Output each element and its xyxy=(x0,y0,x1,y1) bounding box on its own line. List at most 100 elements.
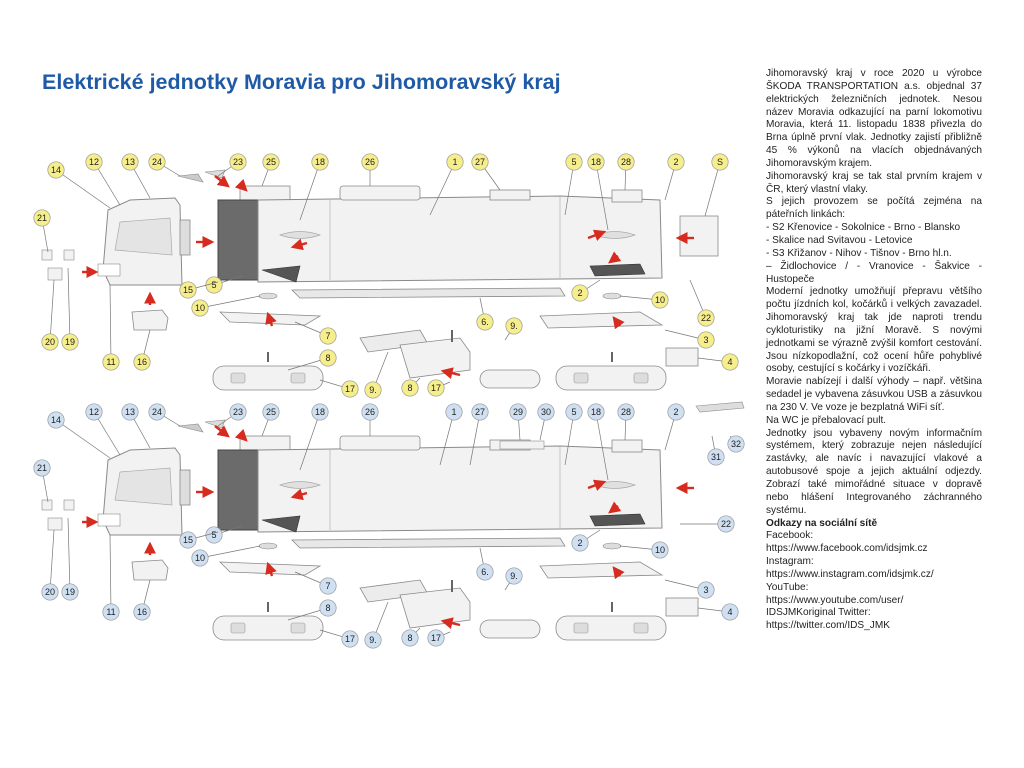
leader-line xyxy=(67,517,71,593)
callout-label: 18 xyxy=(591,407,601,417)
callout-yellow: 16 xyxy=(133,329,151,371)
washer-part xyxy=(258,292,278,300)
callout-label: 9. xyxy=(510,571,518,581)
callout-label: 9. xyxy=(510,321,518,331)
callout-circle xyxy=(565,403,583,421)
callout-yellow: 22 xyxy=(689,279,715,327)
red-arrow xyxy=(214,425,230,438)
capacity-paragraph: Moderní jednotky umožňují přepravu větší… xyxy=(766,286,982,375)
callout-label: 20 xyxy=(45,337,55,347)
part-31-32 xyxy=(695,401,745,413)
callout-circle xyxy=(617,153,635,171)
callout-blue: 1 xyxy=(439,403,463,466)
callout-yellow: 2 xyxy=(571,279,601,302)
part-4-box xyxy=(665,597,699,617)
callout-yellow: 11 xyxy=(102,284,120,371)
callout-circle xyxy=(47,411,65,429)
callout-label: 17 xyxy=(345,634,355,644)
parts-group-bottom xyxy=(41,401,745,641)
leader-line xyxy=(299,161,321,221)
info-system-paragraph: Jednotky jsou vybaveny novým informačním… xyxy=(766,427,982,516)
callout-circle xyxy=(717,515,735,533)
coupler-part xyxy=(97,263,121,277)
callout-yellow: 2 xyxy=(664,153,685,201)
callout-yellow: 9. xyxy=(504,317,523,341)
part-16-box xyxy=(131,309,169,331)
callout-blue: 28 xyxy=(617,403,635,441)
bogie-block-part xyxy=(399,337,471,379)
callout-circle xyxy=(711,153,729,171)
roof-module-part xyxy=(499,440,545,450)
callout-blue: 26 xyxy=(361,403,379,436)
wc-paragraph: Na WC je přebalovací pult. xyxy=(766,414,887,426)
callout-yellow: S xyxy=(704,153,729,217)
callout-yellow: 21 xyxy=(33,209,51,253)
routes-intro: S jejich provozem se počítá zejména na p… xyxy=(766,196,982,221)
callout-circle xyxy=(102,603,120,621)
callout-blue: 20 xyxy=(41,529,59,601)
callout-blue: 17 xyxy=(427,629,451,647)
callout-circle xyxy=(721,603,739,621)
bogie-wheel xyxy=(230,372,246,384)
callout-yellow: 23 xyxy=(217,153,247,177)
callout-label: 31 xyxy=(711,452,721,462)
social-link-instagram[interactable]: https://www.instagram.com/idsjmk.cz/ xyxy=(766,568,934,580)
red-arrow xyxy=(290,238,308,251)
callout-label: 11 xyxy=(106,607,115,617)
callout-blue: 18 xyxy=(587,403,609,481)
callout-circle xyxy=(191,299,209,317)
callout-circle xyxy=(697,331,715,349)
callout-circle xyxy=(651,541,669,559)
callout-circle xyxy=(721,353,739,371)
part-16-box xyxy=(131,559,169,581)
callout-label: 8 xyxy=(407,383,412,393)
callout-circle xyxy=(33,209,51,227)
small-part xyxy=(47,267,63,281)
washer-part xyxy=(602,542,622,550)
callout-label: 12 xyxy=(89,157,99,167)
callout-label: 22 xyxy=(701,313,711,323)
callout-label: 6. xyxy=(481,317,489,327)
info-sidebar: Jihomoravský kraj v roce 2020 u výrobce … xyxy=(766,68,982,633)
red-arrow xyxy=(608,501,622,514)
callout-label: 5 xyxy=(211,280,216,290)
callout-label: 18 xyxy=(315,157,325,167)
callout-circle xyxy=(707,448,725,466)
callout-circle xyxy=(364,381,382,399)
callout-yellow: 13 xyxy=(121,153,151,199)
callout-circle xyxy=(471,403,489,421)
callout-yellow: 7 xyxy=(294,321,337,345)
callout-circle xyxy=(229,403,247,421)
callout-circle xyxy=(85,403,103,421)
callout-yellow: 17 xyxy=(427,379,451,397)
callout-circle xyxy=(191,549,209,567)
callout-blue: 7 xyxy=(294,571,337,595)
roof-module-part xyxy=(489,189,531,201)
red-arrow xyxy=(265,311,277,327)
callout-blue: 27 xyxy=(469,403,489,466)
callout-circle xyxy=(509,403,527,421)
callout-blue: 17 xyxy=(319,629,359,648)
social-link-facebook[interactable]: https://www.facebook.com/idsjmk.cz xyxy=(766,543,928,555)
parts-group-top xyxy=(41,169,719,391)
small-part xyxy=(41,249,53,261)
body-skirt-dark xyxy=(261,265,301,283)
red-arrow xyxy=(265,561,277,577)
leader-line xyxy=(564,161,575,216)
callout-circle xyxy=(179,531,197,549)
social-link-youtube[interactable]: https://www.youtube.com/user/ xyxy=(766,594,904,606)
cab-window xyxy=(114,467,173,506)
leader-line xyxy=(299,411,321,471)
social-link-twitter[interactable]: https://twitter.com/IDS_JMK xyxy=(766,620,890,632)
leader-line xyxy=(109,534,112,613)
social-label-instagram: Instagram: xyxy=(766,556,814,568)
callout-label: 18 xyxy=(315,407,325,417)
bogie-wheel xyxy=(230,622,246,634)
callout-label: 6. xyxy=(481,567,489,577)
callout-circle xyxy=(617,403,635,421)
callout-yellow: 6. xyxy=(476,297,494,331)
callout-circle xyxy=(41,583,59,601)
callout-label: 8 xyxy=(407,633,412,643)
social-label-facebook: Facebook: xyxy=(766,530,814,542)
